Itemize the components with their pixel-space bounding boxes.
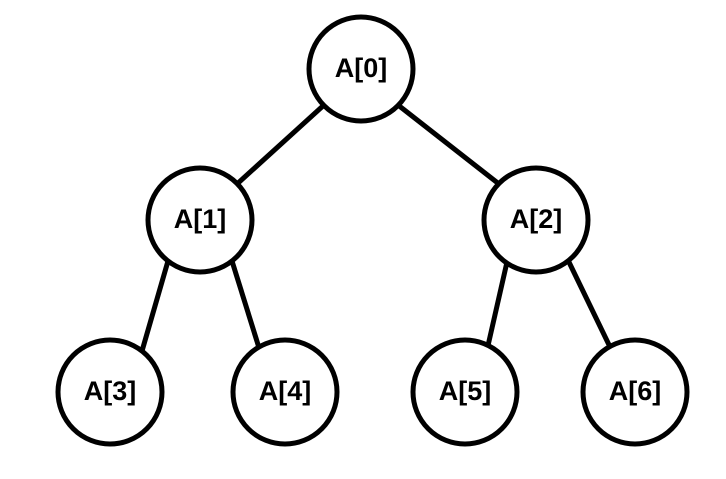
- node-circle-2[interactable]: [481, 165, 591, 275]
- tree-edge-n2-n6: [564, 256, 614, 351]
- node-label-4: A[4]: [259, 376, 312, 406]
- node-label-6: A[6]: [609, 376, 662, 406]
- node-circle-6[interactable]: [580, 337, 690, 447]
- edges-group: [139, 103, 614, 352]
- node-label-0: A[0]: [335, 53, 388, 83]
- node-circle-4[interactable]: [230, 337, 340, 447]
- tree-edge-n2-n5: [484, 261, 510, 351]
- node-label-2: A[2]: [510, 204, 563, 234]
- tree-edge-n1-n4: [229, 260, 263, 352]
- tree-node-1[interactable]: A[1]: [145, 165, 255, 275]
- tree-node-6[interactable]: A[6]: [580, 337, 690, 447]
- tree-node-2[interactable]: A[2]: [481, 165, 591, 275]
- node-label-3: A[3]: [84, 376, 137, 406]
- tree-node-5[interactable]: A[5]: [410, 337, 520, 447]
- node-circle-3[interactable]: [55, 337, 165, 447]
- node-circle-0[interactable]: [306, 14, 416, 124]
- node-circle-1[interactable]: [145, 165, 255, 275]
- tree-node-0[interactable]: A[0]: [306, 14, 416, 124]
- node-circle-5[interactable]: [410, 337, 520, 447]
- tree-node-4[interactable]: A[4]: [230, 337, 340, 447]
- tree-edge-n0-n2: [396, 103, 501, 186]
- node-label-5: A[5]: [439, 376, 492, 406]
- tree-edge-n1-n3: [139, 260, 171, 352]
- tree-edge-n0-n1: [235, 103, 326, 186]
- tree-node-3[interactable]: A[3]: [55, 337, 165, 447]
- node-label-1: A[1]: [174, 204, 227, 234]
- nodes-group: A[0] A[1] A[2] A[3] A[4] A[5] A[6]: [55, 14, 690, 447]
